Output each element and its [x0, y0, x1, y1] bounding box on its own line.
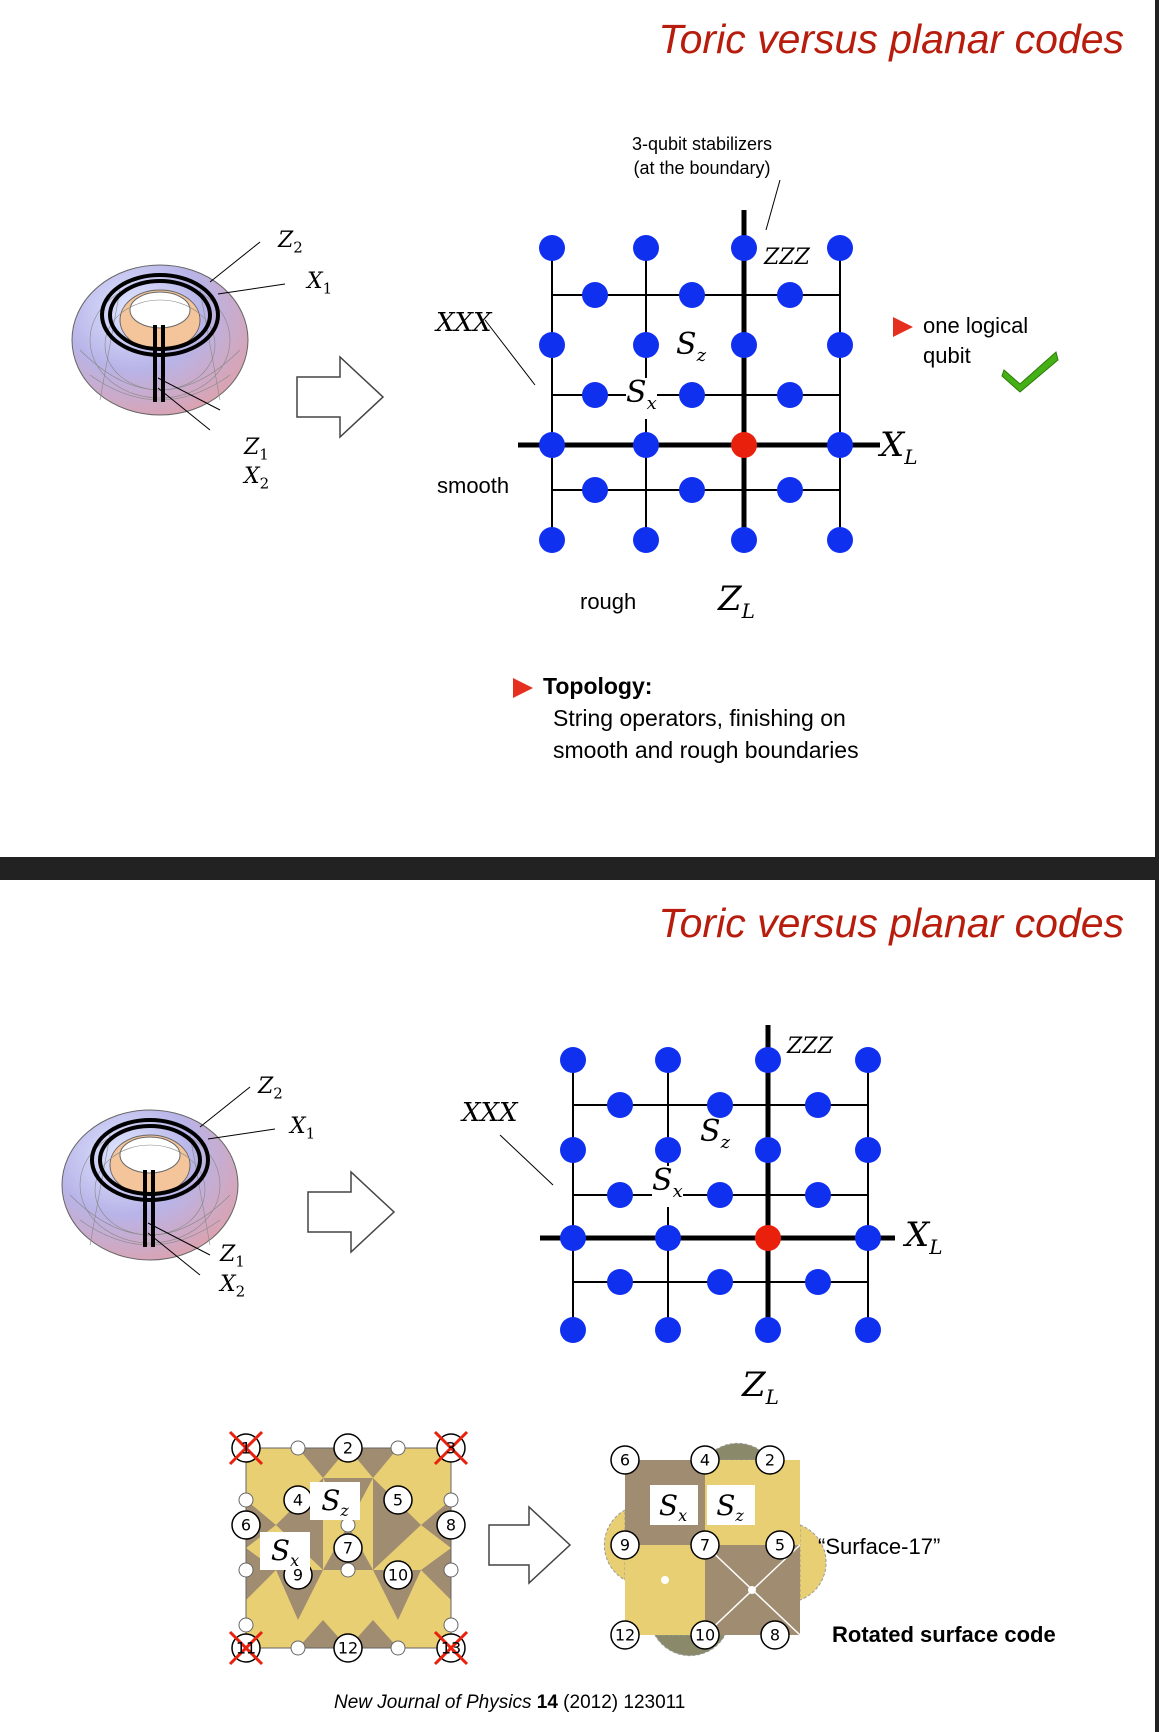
- small-sz-label: Sz: [321, 1484, 349, 1520]
- label-x2: X2: [244, 464, 270, 493]
- qubit-label: 2: [765, 1451, 775, 1470]
- qubit-label: 10: [388, 1566, 408, 1585]
- label-zl: ZL: [718, 579, 755, 623]
- qubit-label: 9: [620, 1536, 630, 1555]
- qubit-label: 12: [615, 1626, 635, 1645]
- label-sx: Sx: [626, 378, 657, 419]
- qubit-label: 1: [241, 1439, 251, 1458]
- qubit-label: 11: [236, 1639, 256, 1658]
- label-xxx: XXX: [462, 1098, 518, 1128]
- label-xl: XL: [905, 1215, 943, 1259]
- qubit-label: 9: [293, 1566, 303, 1585]
- qubit-label: 4: [700, 1451, 710, 1470]
- slide-1: Toric versus planar codes: [0, 0, 1154, 857]
- label-zzz: ZZZ: [762, 243, 812, 273]
- label-z2: Z2: [258, 1074, 283, 1103]
- qubit-dots: [539, 235, 853, 553]
- qubit-label: 2: [343, 1439, 353, 1458]
- label-x1: X1: [290, 1114, 316, 1143]
- slide-divider: [0, 857, 1159, 880]
- logical-crossing-dot: [731, 432, 757, 458]
- qubit-label: 12: [338, 1639, 358, 1658]
- bullet-triangle-icon: [893, 317, 913, 338]
- label-xl: XL: [880, 425, 918, 469]
- arrow-right-icon: [296, 355, 385, 439]
- label-x1: X1: [307, 269, 333, 298]
- slide-title: Toric versus planar codes: [658, 900, 1124, 946]
- qubit-label: 6: [241, 1516, 251, 1535]
- bullet-triangle-icon: [513, 677, 533, 698]
- qubit-label: 10: [695, 1626, 715, 1645]
- small-surface-lattice: 1 2 3 4 5 6 7 8 9 10 11 12 13 Sz Sx: [228, 1430, 469, 1666]
- rotated-surface-code: 6 4 2 9 7 5 12 10 8 Sx Sz: [603, 1442, 827, 1657]
- checkmark-icon: [1001, 351, 1059, 393]
- removed-qubit-cross-icon: [228, 1430, 469, 1666]
- qubit-label: 5: [393, 1491, 403, 1510]
- torus-diagram: [61, 1086, 276, 1276]
- rotated-code-label: Rotated surface code: [832, 1622, 1056, 1647]
- small-sx-label: Sx: [271, 1534, 299, 1570]
- label-rough: rough: [580, 589, 637, 614]
- label-z1: Z1: [244, 435, 269, 464]
- label-zzz: ZZZ: [785, 1032, 835, 1062]
- logical-crossing-dot: [755, 1225, 781, 1251]
- rotated-sz-label: Sz: [716, 1489, 744, 1525]
- planar-lattice-diagram: [484, 179, 880, 553]
- qubit-label: 5: [775, 1536, 785, 1555]
- stabilizer-note: 3-qubit stabilizers(at the boundary): [631, 134, 773, 178]
- qubit-label: 8: [770, 1626, 780, 1645]
- arrow-right-icon: [488, 1505, 572, 1585]
- arrow-right-icon: [307, 1170, 396, 1254]
- torus-diagram: [71, 241, 286, 431]
- qubit-dots: [560, 1047, 881, 1343]
- label-zl: ZL: [742, 1365, 779, 1409]
- topology-note: Topology: String operators, finishing on…: [513, 670, 859, 766]
- slide-title: Toric versus planar codes: [658, 16, 1124, 62]
- logical-qubit-note: one logical qubit: [893, 311, 1028, 371]
- citation: New Journal of Physics 14 (2012) 123011: [334, 1692, 686, 1713]
- surface17-label: “Surface-17”: [818, 1534, 941, 1559]
- qubit-label: 7: [343, 1539, 353, 1558]
- label-z1: Z1: [220, 1242, 245, 1271]
- label-sx: Sx: [652, 1166, 683, 1207]
- qubit-label: 4: [293, 1491, 303, 1510]
- label-sz: Sz: [700, 1114, 731, 1154]
- label-sz: Sz: [676, 327, 707, 367]
- rotated-sx-label: Sx: [659, 1489, 687, 1525]
- label-xxx: XXX: [436, 308, 492, 338]
- qubit-label: 8: [446, 1516, 456, 1535]
- label-x2: X2: [220, 1272, 246, 1301]
- label-smooth: smooth: [437, 473, 510, 498]
- label-z2: Z2: [278, 228, 303, 257]
- qubit-label: 7: [700, 1536, 710, 1555]
- page-right-border: [1155, 0, 1159, 1732]
- qubit-label: 13: [441, 1639, 461, 1658]
- slide-2: Toric versus planar codes: [0, 880, 1154, 1732]
- qubit-label: 3: [446, 1439, 456, 1458]
- planar-lattice-diagram: [499, 1025, 895, 1343]
- qubit-label: 6: [620, 1451, 630, 1470]
